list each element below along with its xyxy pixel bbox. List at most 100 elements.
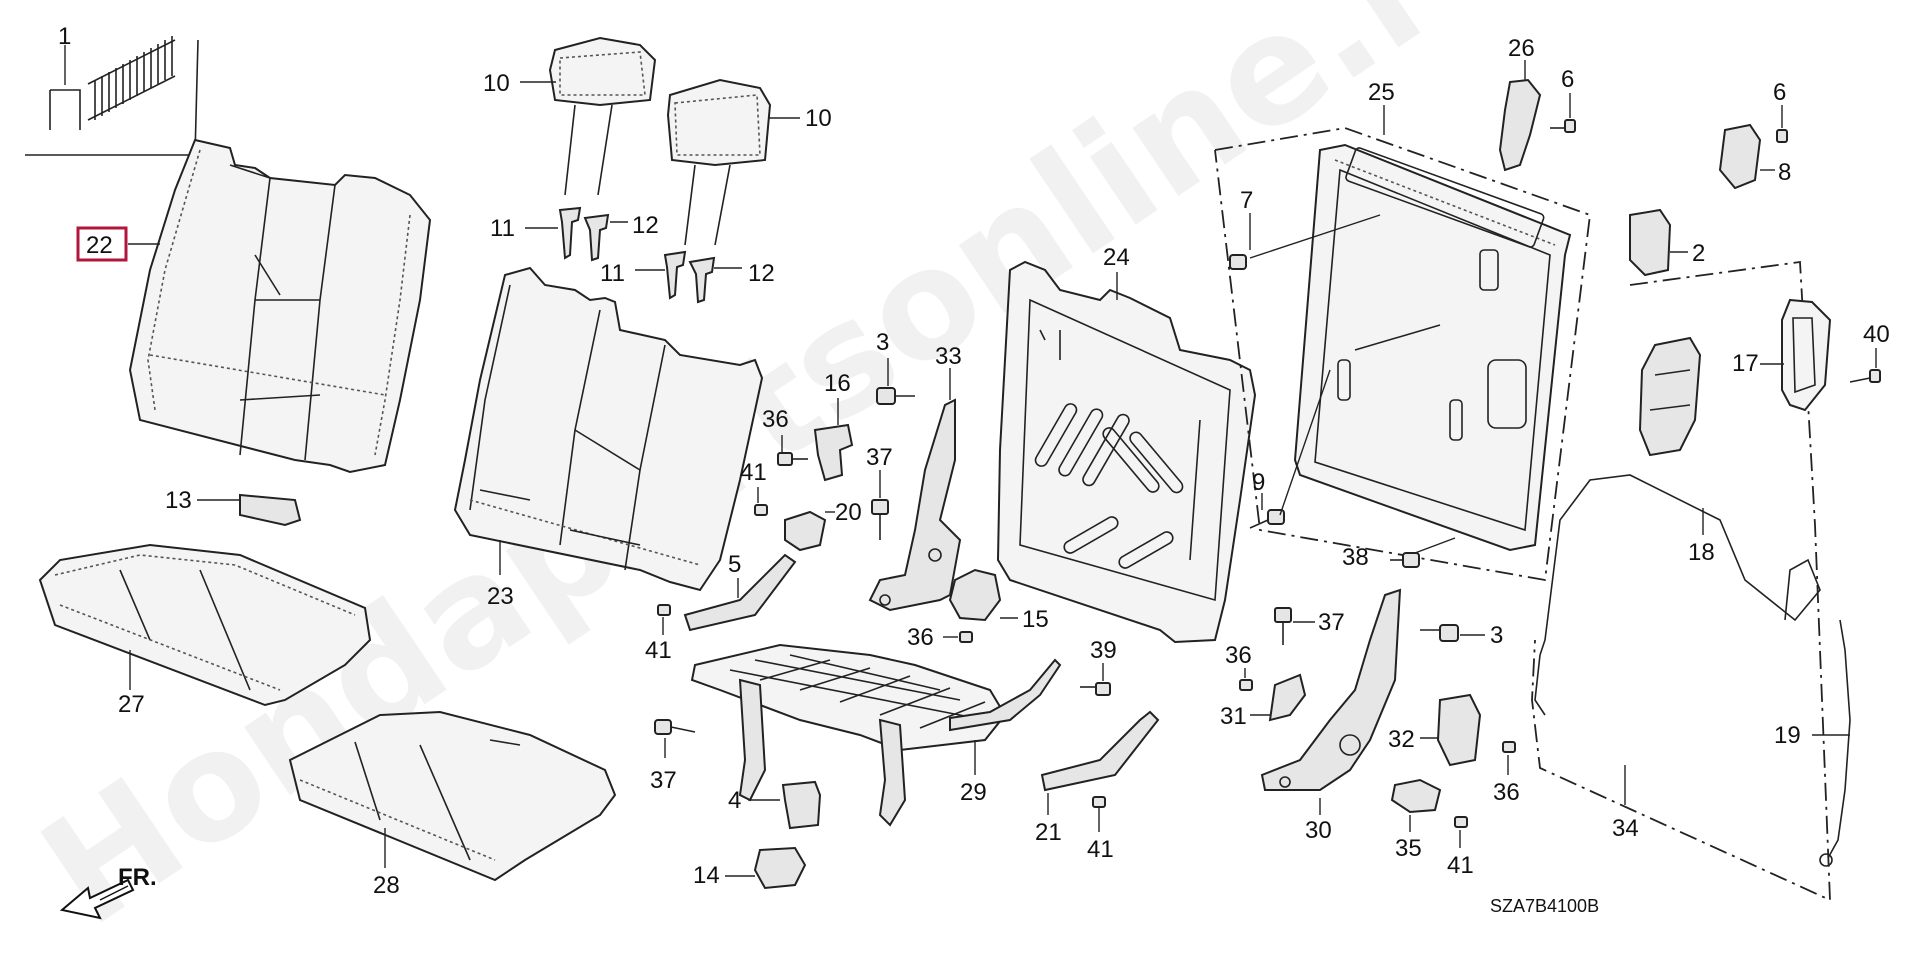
callout-25: 25 bbox=[1368, 79, 1395, 106]
callout-6-b: 6 bbox=[1773, 79, 1786, 106]
callout-9: 9 bbox=[1252, 469, 1265, 496]
part-11-guide-a[interactable] bbox=[558, 206, 582, 260]
assembly-outline-34 bbox=[1531, 260, 1831, 902]
part-11-guide-b[interactable] bbox=[663, 250, 687, 300]
callout-34: 34 bbox=[1612, 815, 1639, 842]
callout-14: 14 bbox=[693, 862, 720, 889]
callout-26: 26 bbox=[1508, 35, 1535, 62]
part-37-bolt-a[interactable] bbox=[871, 499, 889, 540]
part-10-headrest-left[interactable] bbox=[548, 36, 657, 196]
callout-12-a: 12 bbox=[632, 212, 659, 239]
part-3-bolt-a[interactable] bbox=[876, 387, 915, 405]
part-41-bolt-b[interactable] bbox=[657, 604, 671, 616]
part-21-rod[interactable] bbox=[1040, 710, 1160, 792]
part-38-clip[interactable] bbox=[1390, 552, 1420, 568]
highlight-box-22 bbox=[76, 226, 128, 262]
part-12-guide-b[interactable] bbox=[688, 256, 716, 304]
callout-5: 5 bbox=[728, 551, 741, 578]
part-16-bracket[interactable] bbox=[813, 423, 854, 482]
part-14-cap[interactable] bbox=[753, 846, 807, 890]
part-13-cap[interactable] bbox=[239, 493, 302, 527]
callout-2: 2 bbox=[1692, 240, 1705, 267]
part-41-bolt-d[interactable] bbox=[1454, 816, 1468, 828]
callout-23: 23 bbox=[487, 583, 514, 610]
part-35-bracket[interactable] bbox=[1390, 778, 1442, 814]
part-27-cushion-cover[interactable] bbox=[38, 543, 372, 707]
part-3-bolt-b[interactable] bbox=[1420, 624, 1459, 642]
callout-3-a: 3 bbox=[876, 329, 889, 356]
part-36-bolt-c[interactable] bbox=[1239, 679, 1253, 691]
part-30-hinge[interactable] bbox=[1260, 588, 1402, 791]
part-36-bolt-d[interactable] bbox=[1502, 741, 1516, 753]
part-17-cover[interactable] bbox=[1781, 298, 1832, 412]
front-direction-arrow-icon bbox=[59, 878, 135, 920]
part-18-cable[interactable] bbox=[1534, 474, 1821, 716]
callout-36-a: 36 bbox=[762, 406, 789, 433]
part-10-headrest-right[interactable] bbox=[666, 78, 772, 246]
callout-10-right: 10 bbox=[805, 105, 832, 132]
part-12-guide-a[interactable] bbox=[583, 213, 610, 262]
callout-30: 30 bbox=[1305, 817, 1332, 844]
callout-29: 29 bbox=[960, 779, 987, 806]
part-29-cushion-frame[interactable] bbox=[690, 643, 1062, 827]
callout-27: 27 bbox=[118, 691, 145, 718]
callout-4: 4 bbox=[728, 787, 741, 814]
callout-41-c: 41 bbox=[1087, 836, 1114, 863]
callout-41-b: 41 bbox=[645, 637, 672, 664]
part-36-bolt-b[interactable] bbox=[959, 631, 973, 643]
part-5-rail[interactable] bbox=[683, 553, 797, 632]
part-handle-assembly[interactable] bbox=[1638, 336, 1702, 457]
part-1-clip-kit[interactable] bbox=[25, 36, 199, 156]
part-8-latch[interactable] bbox=[1718, 123, 1762, 190]
part-20-latch[interactable] bbox=[784, 510, 827, 552]
part-6-screw-a[interactable] bbox=[1550, 119, 1576, 133]
front-label: FR. bbox=[118, 864, 157, 891]
callout-33: 33 bbox=[935, 343, 962, 370]
part-26-handle[interactable] bbox=[1498, 78, 1542, 172]
callout-20: 20 bbox=[835, 499, 862, 526]
part-31-lever[interactable] bbox=[1268, 673, 1307, 722]
part-25-back-panel[interactable] bbox=[1293, 143, 1572, 552]
part-19-cable[interactable] bbox=[1819, 619, 1851, 867]
callout-16: 16 bbox=[824, 370, 851, 397]
part-33-hinge[interactable] bbox=[868, 398, 962, 612]
callout-39: 39 bbox=[1090, 637, 1117, 664]
callout-22[interactable]: 22 bbox=[86, 232, 113, 259]
callout-3-b: 3 bbox=[1490, 622, 1503, 649]
part-7-clip[interactable] bbox=[1229, 254, 1247, 270]
part-37-bolt-b[interactable] bbox=[654, 719, 696, 735]
part-2-cover[interactable] bbox=[1629, 208, 1672, 277]
callout-36-b: 36 bbox=[907, 624, 934, 651]
callout-37-a: 37 bbox=[866, 444, 893, 471]
callout-31: 31 bbox=[1220, 703, 1247, 730]
part-41-bolt-c[interactable] bbox=[1092, 796, 1106, 808]
callout-7: 7 bbox=[1240, 187, 1253, 214]
callout-21: 21 bbox=[1035, 819, 1062, 846]
part-4-cover[interactable] bbox=[781, 780, 822, 830]
callout-17: 17 bbox=[1732, 350, 1759, 377]
callout-37-b: 37 bbox=[650, 767, 677, 794]
callout-28: 28 bbox=[373, 872, 400, 899]
diagram-code: SZA7B4100B bbox=[1490, 896, 1599, 916]
part-37-bolt-c[interactable] bbox=[1274, 607, 1292, 645]
part-41-bolt-a[interactable] bbox=[754, 504, 768, 516]
callout-11-b: 11 bbox=[600, 260, 625, 287]
part-22-seatback-cover[interactable] bbox=[128, 138, 432, 474]
part-40-screw[interactable] bbox=[1849, 369, 1881, 383]
part-39-bolt[interactable] bbox=[1080, 682, 1111, 696]
callout-40: 40 bbox=[1863, 321, 1890, 348]
callout-35: 35 bbox=[1395, 835, 1422, 862]
part-36-bolt-a[interactable] bbox=[777, 452, 808, 466]
callout-24: 24 bbox=[1103, 244, 1130, 271]
part-32-latch[interactable] bbox=[1436, 693, 1482, 767]
part-28-cushion-pad[interactable] bbox=[288, 710, 617, 882]
part-24-seatback-frame[interactable] bbox=[996, 260, 1257, 644]
part-23-seatback-pad[interactable] bbox=[453, 266, 764, 592]
part-6-screw-b[interactable] bbox=[1776, 129, 1788, 143]
callout-15: 15 bbox=[1022, 606, 1049, 633]
part-9-clip[interactable] bbox=[1249, 509, 1285, 529]
callout-1: 1 bbox=[58, 23, 71, 50]
callout-32: 32 bbox=[1388, 726, 1415, 753]
part-15-latch[interactable] bbox=[948, 568, 1002, 622]
